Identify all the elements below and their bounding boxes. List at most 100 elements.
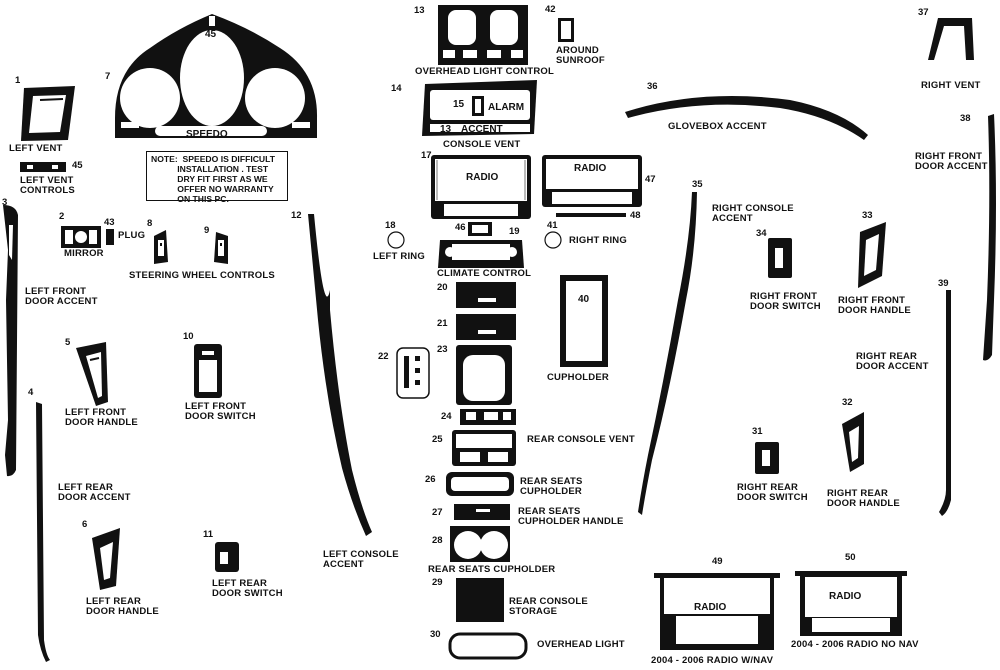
num-3: 3 xyxy=(2,197,8,208)
piece-20 xyxy=(456,282,516,308)
piece-right-rear-door-switch xyxy=(755,442,779,474)
num-49: 49 xyxy=(712,556,723,567)
piece-21 xyxy=(456,314,516,340)
piece-right-rear-door-handle xyxy=(842,412,864,472)
piece-console-vent xyxy=(422,80,537,136)
num-6: 6 xyxy=(82,519,88,530)
num-2: 2 xyxy=(59,211,65,222)
radio-50-inner-label: RADIO xyxy=(829,591,862,602)
label-glovebox-accent: GLOVEBOX ACCENT xyxy=(668,121,767,132)
label-right-rear-door-switch: RIGHT REAR DOOR SWITCH xyxy=(737,482,808,503)
accent-inner-label: ACCENT xyxy=(461,124,503,135)
num-13: 13 xyxy=(414,5,425,16)
piece-around-sunroof xyxy=(558,18,574,42)
num-8: 8 xyxy=(147,218,153,229)
num-26: 26 xyxy=(425,474,436,485)
speedo-number: 45 xyxy=(205,29,217,40)
piece-right-front-door-accent xyxy=(983,114,996,361)
speedo-note: NOTE: SPEEDO IS DIFFICULT INSTALLATION .… xyxy=(146,151,288,204)
label-right-ring: RIGHT RING xyxy=(569,235,627,246)
label-left-front-door-accent: LEFT FRONT DOOR ACCENT xyxy=(25,286,98,307)
piece-right-ring xyxy=(544,231,562,249)
piece-left-rear-door-switch xyxy=(215,542,239,572)
num-32: 32 xyxy=(842,397,853,408)
piece-rear-seats-cupholder xyxy=(446,472,514,496)
number-15-inner: 15 xyxy=(453,99,465,110)
label-overhead-light: OVERHEAD LIGHT xyxy=(537,639,625,650)
radio-47-inner-label: RADIO xyxy=(574,163,607,174)
label-overhead-light-control: OVERHEAD LIGHT CONTROL xyxy=(415,66,554,77)
label-left-vent-controls: LEFT VENT CONTROLS xyxy=(20,175,75,196)
label-right-console-accent: RIGHT CONSOLE ACCENT xyxy=(712,203,794,224)
piece-plug xyxy=(106,229,114,245)
piece-left-vent-controls xyxy=(20,162,66,172)
num-38: 38 xyxy=(960,113,971,124)
piece-radio-47 xyxy=(542,155,642,207)
number-13-inner: 13 xyxy=(440,124,452,135)
label-right-front-door-switch: RIGHT FRONT DOOR SWITCH xyxy=(750,291,821,312)
piece-left-console-accent xyxy=(308,214,372,536)
label-left-rear-door-handle: LEFT REAR DOOR HANDLE xyxy=(86,596,159,617)
label-left-rear-door-accent: LEFT REAR DOOR ACCENT xyxy=(58,482,131,503)
piece-left-front-door-accent xyxy=(3,205,18,477)
num-46: 46 xyxy=(455,222,466,233)
num-1: 1 xyxy=(15,75,21,86)
num-36: 36 xyxy=(647,81,658,92)
label-right-front-door-accent: RIGHT FRONT DOOR ACCENT xyxy=(915,151,988,172)
label-cupholder: CUPHOLDER xyxy=(547,372,609,383)
num-4: 4 xyxy=(28,387,34,398)
num-7: 7 xyxy=(105,71,111,82)
label-rear-seats-cupholder-28: REAR SEATS CUPHOLDER xyxy=(428,564,556,575)
cupholder-inner-number: 40 xyxy=(578,294,590,305)
speedo-inner-label: SPEEDO xyxy=(186,129,228,140)
label-right-vent: RIGHT VENT xyxy=(921,80,981,91)
piece-right-front-door-handle xyxy=(858,222,886,288)
piece-rear-seats-cupholder-28 xyxy=(450,526,510,562)
label-climate-control: CLIMATE CONTROL xyxy=(437,268,532,279)
piece-24 xyxy=(460,409,516,425)
num-17: 17 xyxy=(421,150,432,161)
piece-cupholder xyxy=(560,275,608,367)
piece-glovebox-accent xyxy=(625,96,868,140)
piece-rear-console-vent xyxy=(452,430,516,466)
num-30: 30 xyxy=(430,629,441,640)
label-left-console-accent: LEFT CONSOLE ACCENT xyxy=(323,549,399,570)
piece-left-front-door-handle xyxy=(76,342,108,406)
label-rear-console-storage: REAR CONSOLE STORAGE xyxy=(509,596,588,617)
label-right-rear-door-accent: RIGHT REAR DOOR ACCENT xyxy=(856,351,929,372)
piece-rear-console-storage xyxy=(456,578,504,622)
piece-23 xyxy=(456,345,512,405)
piece-radio-no-nav xyxy=(795,571,907,636)
radio-17-inner-label: RADIO xyxy=(466,172,499,183)
piece-radio-nav xyxy=(654,573,780,650)
num-28: 28 xyxy=(432,535,443,546)
num-5: 5 xyxy=(65,337,71,348)
label-left-front-door-handle: LEFT FRONT DOOR HANDLE xyxy=(65,407,138,428)
piece-left-vent xyxy=(21,86,75,141)
piece-22 xyxy=(396,347,430,399)
num-21: 21 xyxy=(437,318,448,329)
num-42: 42 xyxy=(545,4,556,15)
num-34: 34 xyxy=(756,228,767,239)
piece-left-rear-door-handle xyxy=(92,528,120,590)
piece-right-front-door-switch xyxy=(768,238,792,278)
piece-radio-17 xyxy=(431,155,531,219)
label-left-rear-door-switch: LEFT REAR DOOR SWITCH xyxy=(212,578,283,599)
num-10: 10 xyxy=(183,331,194,342)
piece-speedo xyxy=(115,14,318,138)
num-43: 43 xyxy=(104,217,115,228)
piece-left-ring xyxy=(387,231,405,249)
num-9: 9 xyxy=(204,225,210,236)
num-24: 24 xyxy=(441,411,452,422)
label-left-vent: LEFT VENT xyxy=(9,143,63,154)
num-37: 37 xyxy=(918,7,929,18)
num-33: 33 xyxy=(862,210,873,221)
label-left-ring: LEFT RING xyxy=(373,251,425,262)
piece-overhead-light-control xyxy=(438,5,528,65)
piece-left-front-door-switch xyxy=(194,344,222,398)
piece-right-vent xyxy=(928,18,974,60)
alarm-inner-label: ALARM xyxy=(488,102,525,113)
piece-48-strip xyxy=(556,213,626,217)
label-radio-nav: 2004 - 2006 RADIO W/NAV xyxy=(651,655,774,666)
